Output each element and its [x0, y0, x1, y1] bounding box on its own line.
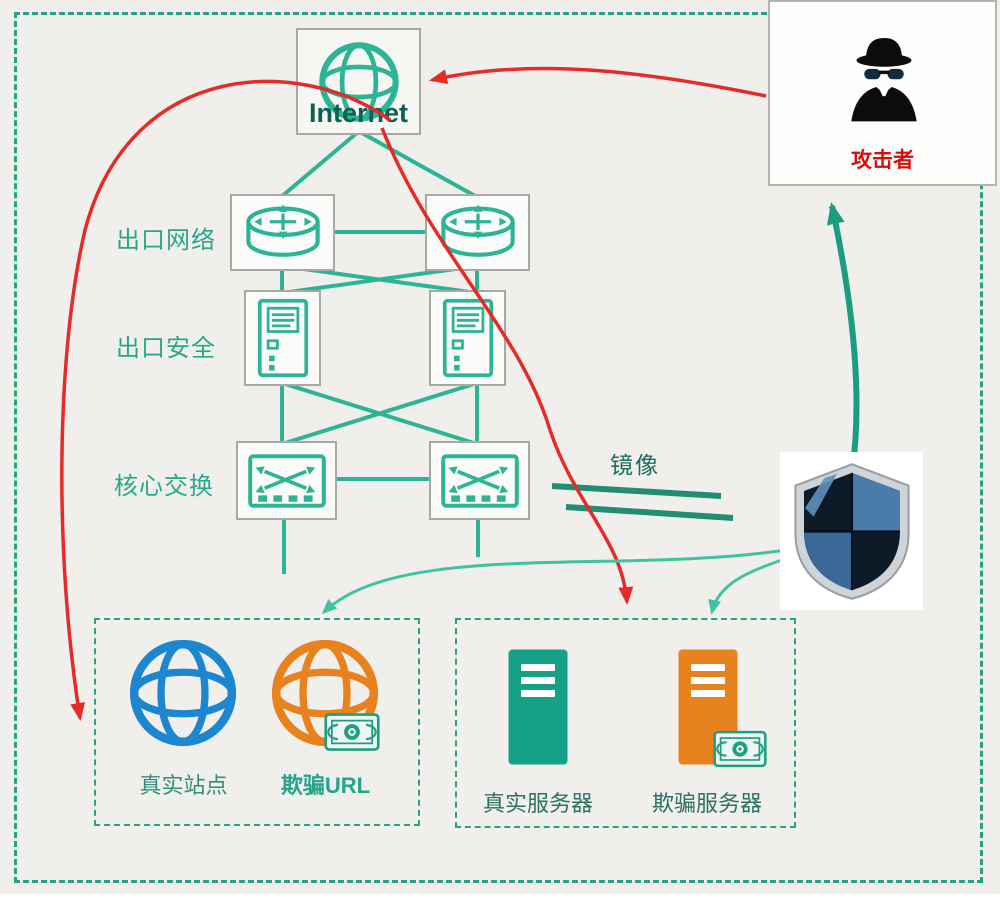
core-switch-right [429, 441, 530, 520]
security-server-icon [257, 298, 308, 378]
real-server-label: 真实服务器 [482, 791, 593, 816]
attacker-label: 攻击者 [851, 149, 914, 172]
router-icon [440, 204, 515, 257]
exit-security-left [244, 290, 321, 386]
attacker-node: 攻击者 [768, 0, 997, 186]
router-icon [245, 204, 320, 257]
core-switch-left [236, 441, 337, 520]
real-server-icon [508, 649, 568, 765]
mirror-label: 镜像 [610, 452, 660, 478]
exit-security-label: 出口安全 [116, 335, 216, 362]
server-deception-group: 真实服务器 欺骗服务器 [455, 618, 796, 828]
security-server-icon [442, 298, 493, 378]
real-site-globe-icon [129, 639, 237, 747]
security-shield [780, 452, 923, 610]
attacker-spy-icon [851, 37, 917, 122]
internet-node: Internet [296, 28, 421, 135]
fake-server-money-badge-icon [713, 730, 767, 768]
internet-label: Internet [308, 98, 408, 128]
switch-icon [440, 453, 519, 508]
fake-url-label: 欺骗URL [280, 773, 371, 798]
exit-security-right [429, 290, 506, 386]
core-switch-label: 核心交换 [114, 473, 214, 500]
money-badge-icon [324, 713, 380, 751]
diagram-dashed-border [14, 12, 983, 883]
switch-icon [247, 453, 326, 508]
real-site-label: 真实站点 [139, 773, 228, 798]
exit-network-label: 出口网络 [116, 227, 216, 254]
shield-icon [793, 462, 910, 600]
exit-router-left [230, 194, 335, 271]
exit-router-right [425, 194, 530, 271]
web-deception-group: 真实站点 欺骗URL [94, 618, 420, 826]
fake-server-label: 欺骗服务器 [651, 791, 762, 816]
